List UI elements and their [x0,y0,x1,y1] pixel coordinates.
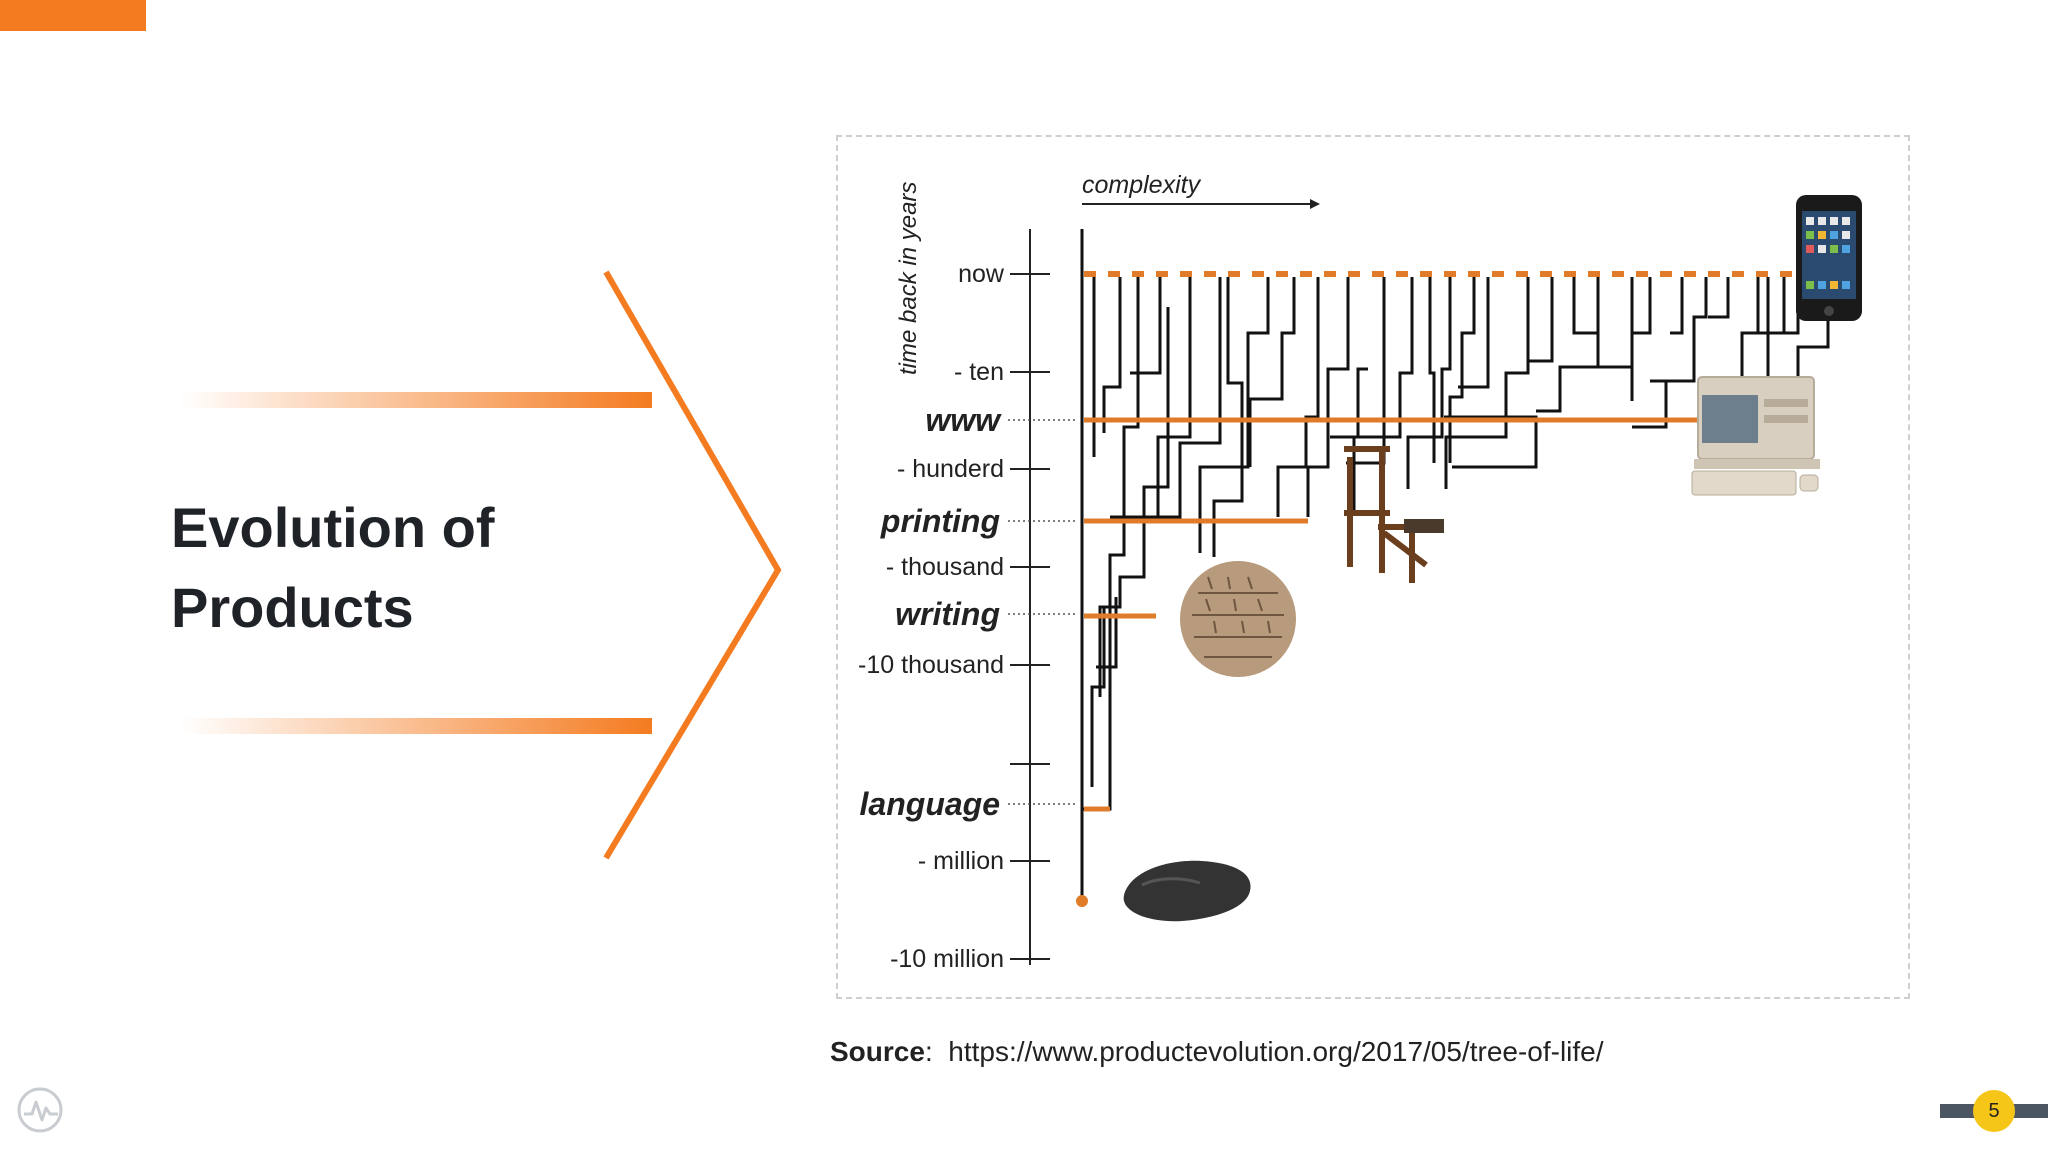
decorative-stripe-bottom [180,718,652,734]
tree-branches [1082,277,1850,811]
milestone-label-language: language [860,786,1000,822]
page-number-badge: 5 [1973,1090,2015,1132]
top-accent-bar [0,0,146,31]
decorative-stripe-top [180,392,652,408]
scale-label-ten-million: -10 million [890,945,1004,973]
milestone-label-printing: printing [880,503,1000,539]
pulse-logo-icon [17,1087,63,1133]
axis-ticks [1010,273,1050,960]
scale-label-now: now [958,260,1005,288]
milestone-label-www: www [925,402,1002,438]
scale-label-hundred: - hunderd [897,455,1004,483]
printing-press-icon [1344,446,1444,583]
scale-label-million: - million [918,847,1004,875]
smartphone-icon [1796,195,1862,321]
slide-title-line-1: Evolution of [171,496,495,559]
source-citation: Source: https://www.productevolution.org… [830,1036,1604,1068]
milestone-label-writing: writing [895,596,1000,632]
chevron-right-icon [603,270,782,860]
source-label: Source [830,1036,925,1067]
complexity-arrow-icon [1082,199,1320,209]
clay-tablet-icon [1180,561,1296,677]
tree-root-dot [1076,895,1088,907]
slide-title: Evolution of Products [171,488,591,648]
scale-label-ten: - ten [954,358,1004,386]
scale-label-thousand: - thousand [886,553,1004,581]
slide-title-line-2: Products [171,576,414,639]
scale-label-ten-thousand: -10 thousand [858,651,1004,679]
source-separator: : [924,1036,933,1067]
source-url-link[interactable]: https://www.productevolution.org/2017/05… [948,1036,1604,1067]
stone-tool-icon [1123,860,1251,922]
evolution-tree-figure: time back in years complexity [836,135,1910,999]
complexity-label: complexity [1082,171,1202,199]
milestone-connectors [1008,419,1076,805]
milestone-highlights [1084,271,1848,812]
axis-label: time back in years [895,182,922,375]
desktop-computer-icon [1691,376,1820,496]
